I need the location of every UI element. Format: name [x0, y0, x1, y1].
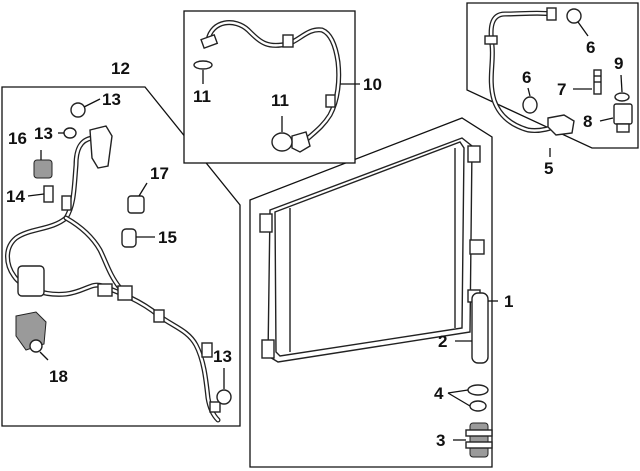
o-ring-11a [193, 60, 213, 70]
callout-15: 15 [158, 228, 177, 247]
callout-4: 4 [434, 384, 444, 403]
o-ring-13c [216, 389, 232, 405]
callout-3: 3 [436, 431, 445, 450]
valve-core-14 [43, 185, 54, 203]
callout-13b: 13 [34, 124, 53, 143]
pressure-sensor-8 [613, 103, 633, 133]
o-ring-13a [70, 102, 86, 118]
cap-15 [121, 228, 137, 248]
switch-18 [15, 311, 47, 353]
callout-10: 10 [363, 75, 382, 94]
callout-8: 8 [583, 112, 592, 131]
callout-11a: 11 [193, 87, 211, 106]
callout-6b: 6 [522, 68, 531, 87]
callout-11b: 11 [271, 91, 289, 110]
hose-assembly-5 [484, 7, 575, 136]
drier-2 [471, 292, 489, 364]
cap-17 [127, 195, 145, 214]
o-ring-6b [522, 96, 538, 114]
callout-12: 12 [111, 59, 130, 78]
condenser-1 [259, 137, 485, 363]
cap-16 [33, 159, 53, 179]
callout-5: 5 [544, 159, 553, 178]
drier-plug-3 [465, 422, 493, 458]
o-ring-6a [566, 8, 582, 24]
callout-14: 14 [6, 187, 25, 206]
hose-assembly-12 [5, 125, 221, 423]
callout-9: 9 [614, 54, 623, 73]
o-ring-11b [271, 132, 293, 152]
group-12-frame [1, 86, 241, 427]
callout-7: 7 [557, 80, 566, 99]
group-5-frame [466, 2, 639, 149]
hose-assembly-10 [200, 20, 342, 153]
callout-2: 2 [438, 332, 447, 351]
callout-18: 18 [49, 367, 68, 386]
callout-13a: 13 [102, 90, 121, 109]
seal-9 [614, 92, 630, 102]
callout-13c: 13 [213, 347, 232, 366]
callout-6a: 6 [586, 38, 595, 57]
callout-1: 1 [504, 292, 513, 311]
valve-core-7 [593, 69, 602, 95]
o-ring-13b [63, 127, 77, 139]
callout-17: 17 [150, 164, 169, 183]
callout-16: 16 [8, 129, 27, 148]
